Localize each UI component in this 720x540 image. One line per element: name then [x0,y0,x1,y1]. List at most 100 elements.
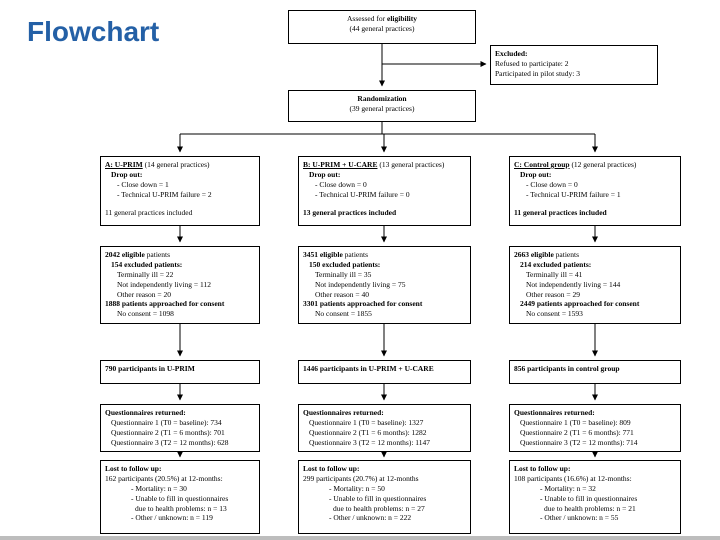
dropout-label: Drop out: [309,169,341,179]
assessed-title-bold: eligibility [387,14,417,23]
dropout-line: - Close down = 0 [526,179,578,189]
dropout-line: - Technical U-PRIM failure = 0 [315,189,410,199]
eligible-count: 3451 eligible [303,250,343,259]
eligible-rest: patients [144,250,170,259]
lost-summary: 162 participants (20.5%) at 12-months: [105,473,223,483]
included-line: 11 general practices included [514,207,607,217]
arm-name: B: U-PRIM + U-CARE [303,160,378,169]
eligible-count: 2042 eligible [105,250,145,259]
detail-line: Other reason = 29 [526,289,581,299]
lost-detail: - Mortality: n = 30 [131,483,187,493]
questionnaires-header: Questionnaires returned: [303,408,384,417]
lost-header: Lost to follow up: [514,464,571,473]
questionnaire-line: Questionnaire 2 (T1 = 6 months): 1282 [309,427,427,437]
arm-name: C: Control group [514,160,570,169]
eligible-count: 2663 eligible [514,250,554,259]
randomization-subtitle: (39 general practices) [349,103,415,113]
detail-line: Terminally ill = 41 [526,269,583,279]
detail-line: Terminally ill = 35 [315,269,372,279]
arm-title: B: U-PRIM + U-CARE (13 general practices… [303,160,466,170]
questionnaire-line: Questionnaire 3 (T2 = 12 months): 714 [520,437,638,447]
detail-line: Other reason = 20 [117,289,172,299]
eligible-rest: patients [553,250,579,259]
lost-detail: due to health problems: n = 27 [333,503,425,513]
eligible-rest: patients [342,250,368,259]
lost-detail: - Other / unknown: n = 222 [329,513,412,523]
lost-detail: due to health problems: n = 21 [544,503,636,513]
dropout-label: Drop out: [520,169,552,179]
assessed-title-prefix: Assessed for [347,14,387,23]
lost-detail: - Unable to fill in questionnaires [329,493,427,503]
excluded-patients-header: 214 excluded patients: [520,259,592,269]
lost-summary: 108 participants (16.6%) at 12-months: [514,473,632,483]
arm-b-box: B: U-PRIM + U-CARE (13 general practices… [298,156,471,226]
lost-summary: 299 participants (20.7%) at 12-months [303,473,419,483]
lost-header: Lost to follow up: [105,464,162,473]
eligible-line: 3451 eligible patients [303,250,466,260]
eligible-b-box: 3451 eligible patients 150 excluded pati… [298,246,471,324]
participants-label: 856 participants in control group [514,364,620,373]
questionnaires-c-box: Questionnaires returned: Questionnaire 1… [509,404,681,452]
questionnaire-line: Questionnaire 3 (T2 = 12 months): 628 [111,437,229,447]
questionnaire-line: Questionnaire 1 (T0 = baseline): 809 [520,417,631,427]
eligible-c-box: 2663 eligible patients 214 excluded pati… [509,246,681,324]
dropout-line: - Technical U-PRIM failure = 1 [526,189,621,199]
questionnaires-b-box: Questionnaires returned: Questionnaire 1… [298,404,471,452]
assessed-title: Assessed for eligibility [293,14,471,24]
dropout-line: - Close down = 1 [117,179,169,189]
no-consent-line: No consent = 1098 [117,309,174,319]
included-line: 13 general practices included [303,207,397,217]
arm-name: A: U-PRIM [105,160,143,169]
no-consent-line: No consent = 1593 [526,309,583,319]
no-consent-line: No consent = 1855 [315,309,372,319]
detail-line: Terminally ill = 22 [117,269,174,279]
detail-line: Not independently living = 144 [526,279,621,289]
detail-line: Not independently living = 112 [117,279,211,289]
dropout-line: - Close down = 0 [315,179,367,189]
lost-detail: - Unable to fill in questionnaires [540,493,638,503]
arm-practices: (13 general practices) [377,160,445,169]
arm-title: A: U-PRIM (14 general practices) [105,160,255,170]
eligible-line: 2042 eligible patients [105,250,255,260]
slide-bottom-edge [0,536,720,540]
questionnaires-header: Questionnaires returned: [105,408,186,417]
questionnaire-line: Questionnaire 2 (T1 = 6 months): 771 [520,427,634,437]
questionnaires-a-box: Questionnaires returned: Questionnaire 1… [100,404,260,452]
lost-detail: - Other / unknown: n = 55 [540,513,619,523]
arm-title: C: Control group (12 general practices) [514,160,676,170]
eligible-a-box: 2042 eligible patients 154 excluded pati… [100,246,260,324]
arm-practices: (12 general practices) [569,160,637,169]
arm-practices: (14 general practices) [142,160,210,169]
lost-detail: - Mortality: n = 32 [540,483,596,493]
dropout-label: Drop out: [111,169,143,179]
excluded-patients-header: 154 excluded patients: [111,259,183,269]
participants-c-box: 856 participants in control group [509,360,681,384]
eligible-line: 2663 eligible patients [514,250,676,260]
approached-line: 3301 patients approached for consent [303,299,423,309]
excluded-line: Participated in pilot study: 3 [495,68,580,78]
lost-detail: - Unable to fill in questionnaires [131,493,229,503]
participants-a-box: 790 participants in U-PRIM [100,360,260,384]
detail-line: Not independently living = 75 [315,279,406,289]
lost-detail: due to health problems: n = 13 [135,503,227,513]
approached-line: 2449 patients approached for consent [520,299,640,309]
questionnaire-line: Questionnaire 2 (T1 = 6 months): 701 [111,427,225,437]
excluded-patients-header: 150 excluded patients: [309,259,381,269]
excluded-box: Excluded: Refused to participate: 2 Part… [490,45,658,85]
arm-a-box: A: U-PRIM (14 general practices) Drop ou… [100,156,260,226]
randomization-title: Randomization [357,94,407,103]
questionnaire-line: Questionnaire 3 (T2 = 12 months): 1147 [309,437,431,447]
lost-detail: - Mortality: n = 50 [329,483,385,493]
questionnaire-line: Questionnaire 1 (T0 = baseline): 1327 [309,417,424,427]
excluded-header: Excluded: [495,49,528,58]
randomization-box: Randomization (39 general practices) [288,90,476,122]
detail-line: Other reason = 40 [315,289,370,299]
included-line: 11 general practices included [105,207,193,217]
assessed-subtitle: (44 general practices) [349,23,415,33]
questionnaires-header: Questionnaires returned: [514,408,595,417]
lost-c-box: Lost to follow up: 108 participants (16.… [509,460,681,534]
lost-header: Lost to follow up: [303,464,360,473]
participants-b-box: 1446 participants in U-PRIM + U-CARE [298,360,471,384]
lost-a-box: Lost to follow up: 162 participants (20.… [100,460,260,534]
